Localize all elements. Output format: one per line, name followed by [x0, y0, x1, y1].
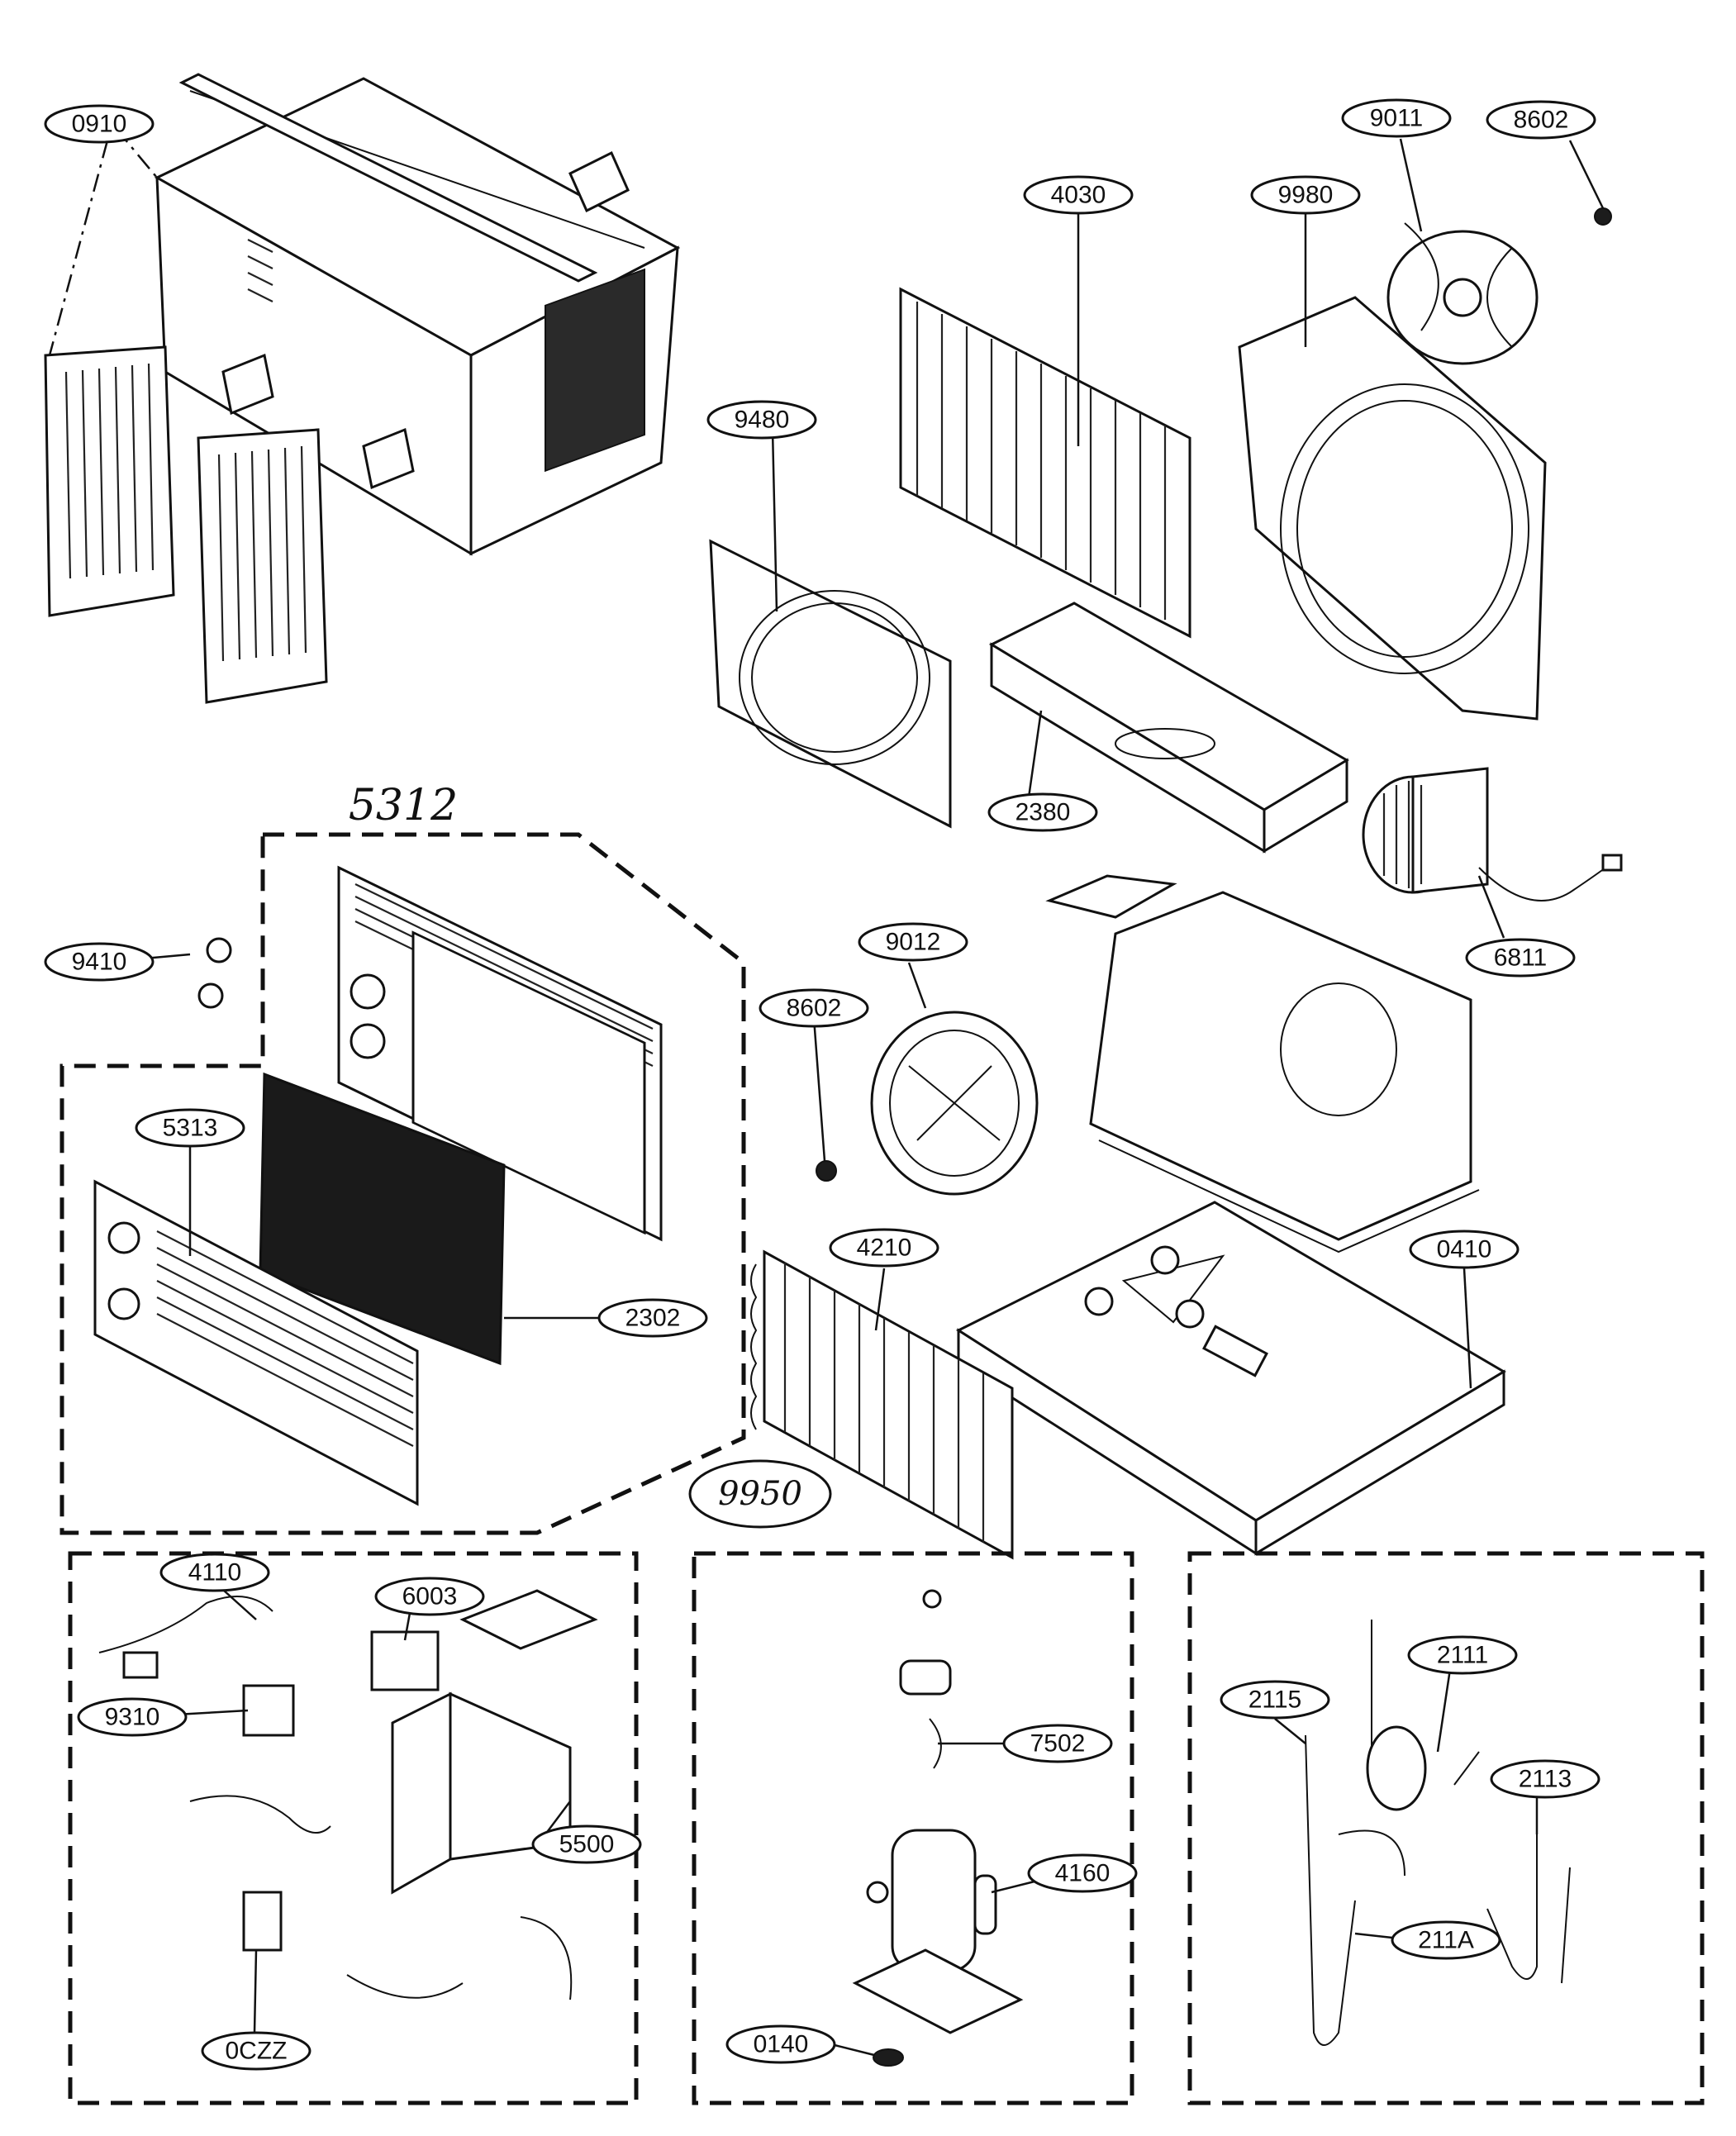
- svg-text:2115: 2115: [1248, 1686, 1302, 1714]
- callout-switch: 6003: [374, 1577, 485, 1616]
- condenser-coil-illustration: [899, 287, 1191, 639]
- svg-text:4110: 4110: [188, 1559, 242, 1587]
- svg-text:0140: 0140: [754, 2031, 809, 2058]
- svg-text:9480: 9480: [735, 407, 790, 434]
- svg-text:7502: 7502: [1030, 1730, 1086, 1758]
- svg-text:6003: 6003: [402, 1583, 458, 1610]
- callout-power-cord: 4110: [159, 1553, 270, 1592]
- callout-discharge-tube: 2115: [1220, 1680, 1330, 1720]
- svg-text:6811: 6811: [1494, 944, 1548, 972]
- orifice-panel-illustration: [709, 539, 952, 829]
- drain-pan-illustration: [988, 602, 1349, 854]
- callout-orifice-barrier: 9480: [706, 400, 817, 440]
- tubing-assembly-outline: [1187, 1551, 1705, 2105]
- blower-housing-illustration: [1045, 874, 1480, 1254]
- svg-text:8602: 8602: [787, 995, 842, 1022]
- callout-grommet: 0140: [725, 2024, 836, 2064]
- evaporator-coil-illustration: [750, 1249, 1014, 1560]
- fan-propeller-illustration: [1386, 207, 1612, 365]
- callout-knob: 9410: [44, 942, 155, 982]
- callout-motor: 6811: [1465, 938, 1576, 978]
- leader-lines: [48, 127, 1605, 2057]
- callout-tube-assembly: 211A: [1391, 1920, 1501, 1960]
- filter-illustration: [259, 1072, 506, 1366]
- callout-nut-top: 8602: [1486, 100, 1596, 140]
- svg-text:211A: 211A: [1418, 1927, 1474, 1954]
- svg-text:8602: 8602: [1514, 107, 1569, 134]
- blower-wheel-illustration: [816, 1011, 1039, 1196]
- compressor-assembly-outline: [692, 1551, 1134, 2105]
- svg-text:2111: 2111: [1437, 1642, 1488, 1669]
- control-box-assembly-label: 9950: [718, 1475, 802, 1513]
- callout-base-pan: 0410: [1409, 1230, 1520, 1269]
- callout-evaporator-coil: 4210: [829, 1228, 939, 1268]
- control-box-assembly-outline: [68, 1551, 639, 2105]
- callout-nut-mid: 8602: [759, 988, 869, 1028]
- motor-illustration: [1362, 767, 1623, 901]
- callout-shroud: 9980: [1250, 175, 1361, 215]
- svg-text:9011: 9011: [1370, 105, 1424, 132]
- svg-text:5500: 5500: [559, 1831, 615, 1858]
- callout-capacitor: 0CZZ: [201, 2031, 312, 2071]
- front-grille-assembly-label: 5312: [349, 781, 458, 830]
- svg-text:5313: 5313: [163, 1115, 218, 1142]
- svg-text:9980: 9980: [1278, 182, 1334, 209]
- callout-thermostat: 9310: [77, 1697, 188, 1737]
- svg-text:0CZZ: 0CZZ: [226, 2038, 288, 2065]
- callout-fan-propeller: 9011: [1341, 98, 1452, 138]
- callout-blower-wheel: 9012: [858, 922, 968, 962]
- callout-grille-front: 5313: [135, 1108, 245, 1148]
- callout-control-box: 5500: [531, 1824, 642, 1864]
- control-box-assembly-callout: 9950: [688, 1459, 832, 1529]
- svg-text:0910: 0910: [72, 111, 127, 138]
- callout-condenser-coil: 4030: [1023, 175, 1134, 215]
- callout-cabinet: 0910: [44, 104, 155, 144]
- grille-front-illustration: [93, 1179, 419, 1506]
- front-grille-illustration: [197, 865, 663, 1242]
- cabinet-illustration: [44, 73, 681, 704]
- shroud-illustration: [1238, 296, 1547, 721]
- svg-text:2380: 2380: [1015, 799, 1071, 826]
- callout-compressor: 4160: [1027, 1853, 1138, 1893]
- front-grille-assembly-outline: [59, 832, 746, 1535]
- control-box-illustration: [98, 1589, 598, 2000]
- callout-suction-tube: 2113: [1490, 1759, 1600, 1799]
- svg-text:0410: 0410: [1437, 1236, 1492, 1263]
- callout-capillary-tube-a: 2111: [1407, 1635, 1518, 1675]
- svg-text:2113: 2113: [1519, 1766, 1572, 1793]
- callout-drain-pan: 2380: [987, 792, 1098, 832]
- svg-text:9310: 9310: [105, 1704, 160, 1731]
- svg-text:4210: 4210: [857, 1235, 912, 1262]
- svg-text:2302: 2302: [625, 1305, 681, 1332]
- base-pan-illustration: [955, 1201, 1506, 1556]
- svg-text:4160: 4160: [1055, 1860, 1111, 1887]
- svg-text:4030: 4030: [1051, 182, 1106, 209]
- callout-overload: 7502: [1002, 1724, 1113, 1763]
- compressor-illustration: [852, 1589, 1024, 2067]
- svg-text:9410: 9410: [72, 949, 127, 976]
- tubing-illustration: [1305, 1620, 1571, 2046]
- callout-filter: 2302: [597, 1298, 708, 1338]
- svg-text:9012: 9012: [886, 929, 941, 956]
